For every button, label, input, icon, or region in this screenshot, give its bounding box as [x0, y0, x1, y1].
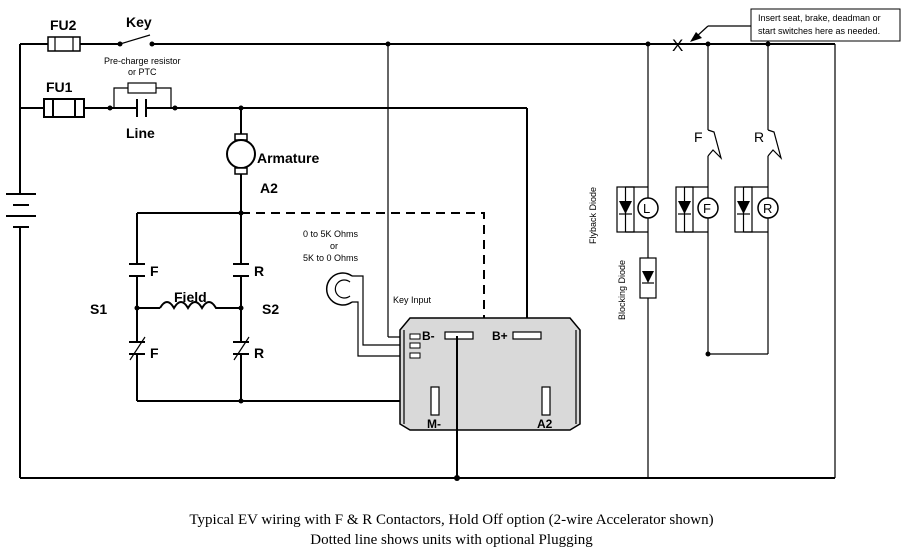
note-line-1: Insert seat, brake, deadman or [758, 13, 881, 23]
armature-label: Armature [257, 150, 319, 166]
r-contact-label: R [254, 263, 264, 279]
coil-r-assembly [734, 186, 779, 233]
b-minus-label: B- [422, 329, 435, 343]
coil-r-label: R [763, 201, 772, 216]
f-contact-nc-label: F [150, 345, 159, 361]
f-switch-label: F [694, 129, 703, 145]
control-circuit [645, 41, 836, 478]
negative-bus [20, 336, 835, 481]
coil-l-label: L [643, 201, 650, 216]
coil-f-label: F [703, 201, 711, 216]
note-arrow [690, 25, 752, 42]
b-plus-label: B+ [492, 329, 508, 343]
armature-motor [226, 105, 256, 213]
blocking-diode [639, 257, 657, 299]
r-contact-nc [233, 336, 250, 361]
key-input-wire [385, 41, 415, 338]
r-contact-nc-label: R [254, 345, 264, 361]
note-box: Insert seat, brake, deadman or start swi… [750, 8, 901, 42]
r-switch [767, 129, 783, 161]
precharge-label-2: or PTC [128, 67, 157, 77]
pot-label-2: or [330, 241, 338, 251]
fu1-fuse [43, 98, 85, 118]
fu1-label: FU1 [46, 79, 73, 95]
coil-l-assembly [616, 186, 659, 233]
key-switch [117, 34, 155, 47]
caption-line-2: Dotted line shows units with optional Pl… [310, 532, 593, 548]
a2-ctrl-label: A2 [537, 417, 553, 431]
fu2-label: FU2 [50, 17, 77, 33]
r-switch-label: R [754, 129, 764, 145]
r-contact-no [233, 263, 249, 277]
x-mark: X [672, 36, 683, 55]
key-label: Key [126, 14, 152, 30]
key-input-label: Key Input [393, 295, 432, 305]
line-label: Line [126, 125, 155, 141]
precharge-label-1: Pre-charge resistor [104, 56, 181, 66]
field-label: Field [174, 289, 207, 305]
blocking-diode-label: Blocking Diode [617, 260, 627, 320]
f-contact-label: F [150, 263, 159, 279]
line-contactor [107, 99, 178, 117]
note-line-2: start switches here as needed. [758, 26, 880, 36]
battery [6, 193, 36, 478]
f-switch [707, 129, 723, 161]
potentiometer [325, 272, 415, 357]
coil-f-assembly [675, 186, 719, 233]
s1-label: S1 [90, 301, 107, 317]
flyback-diode-label: Flyback Diode [588, 187, 598, 244]
caption-line-1: Typical EV wiring with F & R Contactors,… [189, 512, 714, 528]
precharge-resistor [113, 82, 172, 108]
field-bridge-wiring [134, 210, 434, 404]
wiring-diagram: FU2 Key FU1 Pre-charge resistor or PTC L… [6, 8, 901, 481]
s2-label: S2 [262, 301, 279, 317]
field-coil [159, 301, 222, 310]
a2-top-label: A2 [260, 180, 278, 196]
f-contact-no [129, 263, 145, 277]
pot-label-1: 0 to 5K Ohms [303, 229, 359, 239]
motor-controller [399, 317, 581, 431]
pot-label-3: 5K to 0 Ohms [303, 253, 359, 263]
f-contact-nc [129, 336, 146, 361]
m-minus-label: M- [427, 417, 441, 431]
fu2-fuse [47, 36, 81, 52]
